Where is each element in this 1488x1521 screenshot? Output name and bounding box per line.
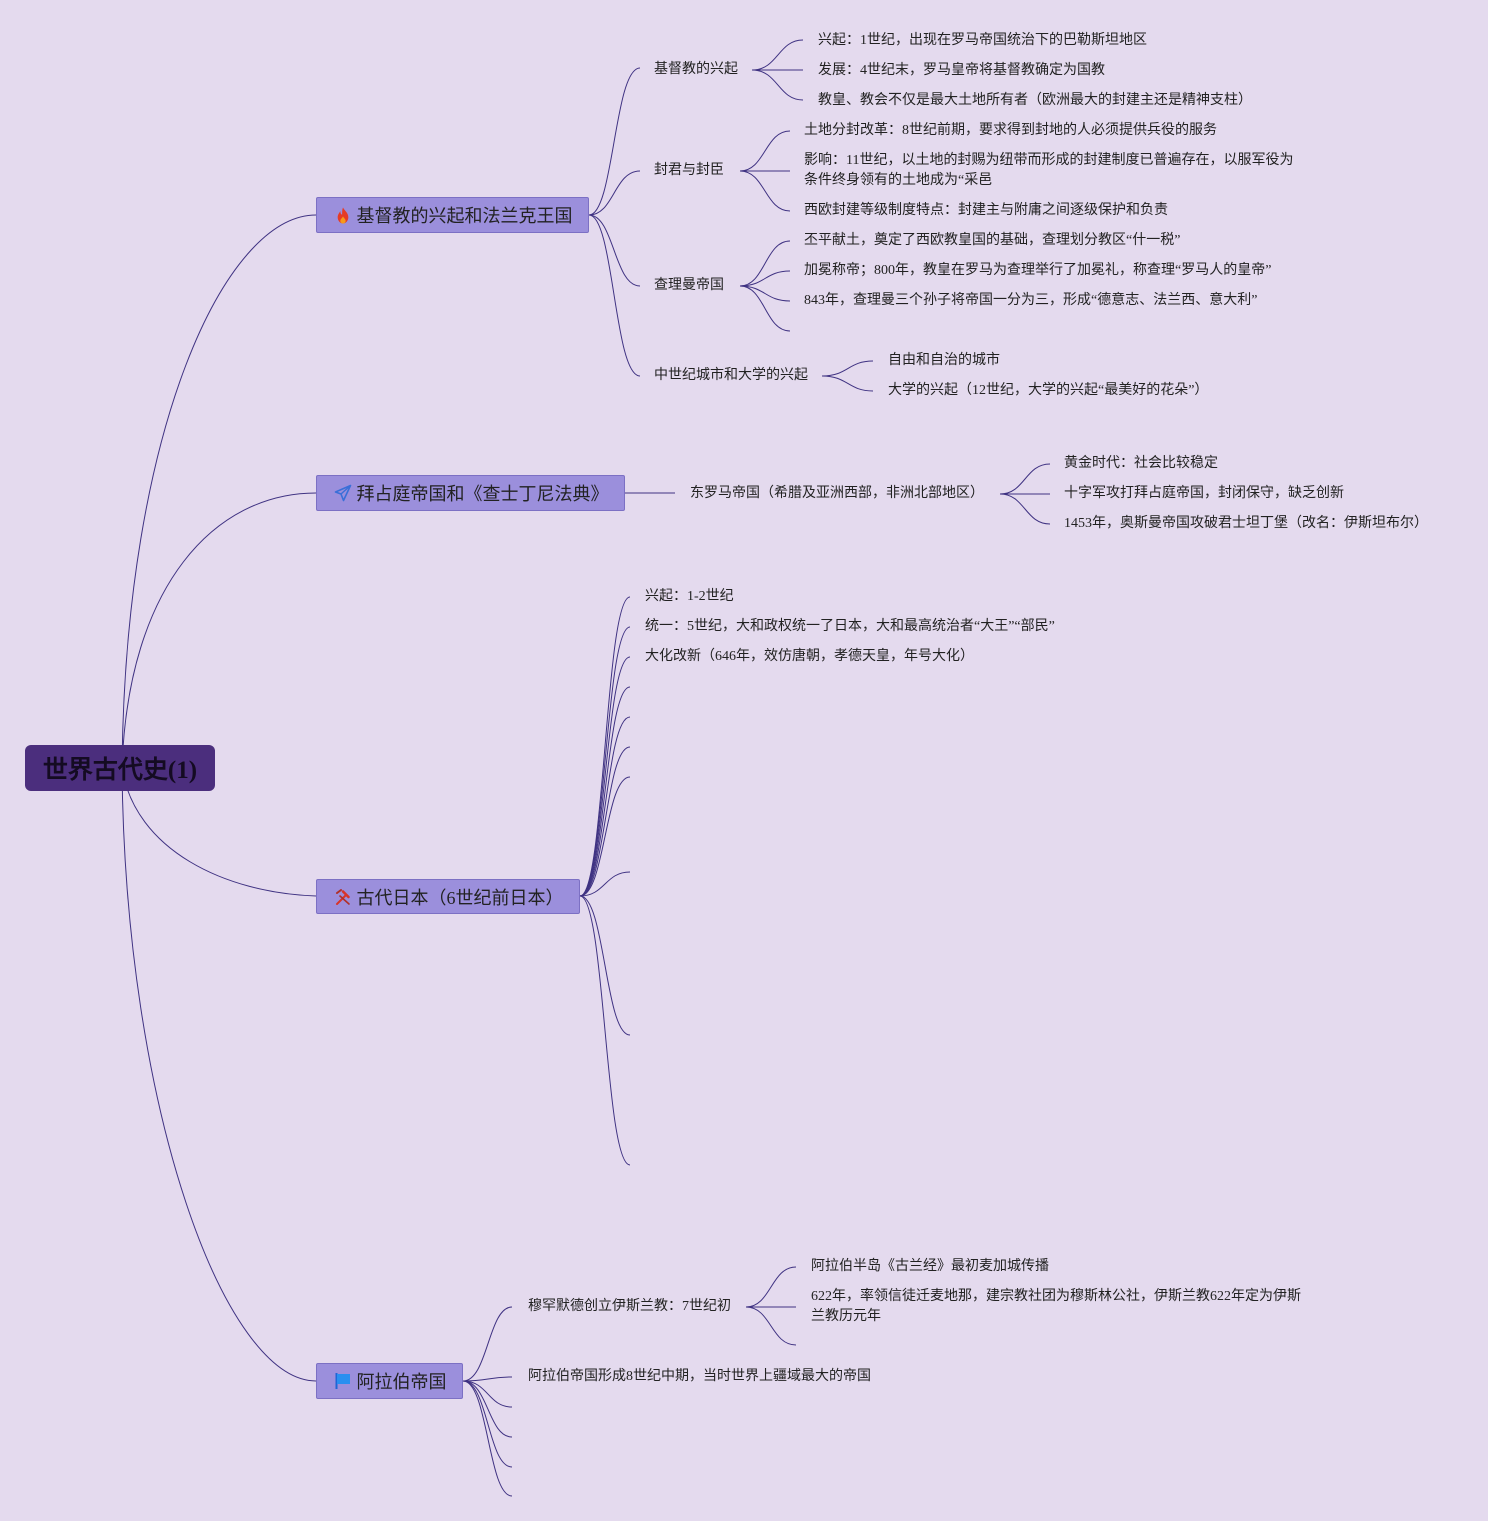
subtopic[interactable]: 1453年，奥斯曼帝国攻破君士坦丁堡（改名：伊斯坦布尔） <box>1064 516 1428 531</box>
connector <box>462 1380 513 1438</box>
flag-icon <box>333 1371 353 1391</box>
subtopic[interactable]: 西欧封建等级制度特点：封建主与附庸之间逐级保护和负责 <box>804 203 1168 218</box>
tools-icon <box>333 887 353 907</box>
connector <box>739 270 791 287</box>
topic-rise-of-christianity[interactable]: 基督教的兴起 <box>654 62 738 77</box>
connector <box>588 214 641 377</box>
connector <box>579 716 631 897</box>
connector <box>462 1306 513 1382</box>
subtopic[interactable]: 843年，查理曼三个孙子将帝国一分为三，形成“德意志、法兰西、意大利” <box>804 293 1258 308</box>
root-topic[interactable]: 世界古代史(1) <box>25 745 215 791</box>
connector <box>739 285 791 332</box>
connector <box>579 776 631 897</box>
connector <box>579 895 631 1166</box>
subtopic[interactable]: 阿拉伯半岛《古兰经》最初麦加城传播 <box>811 1259 1049 1274</box>
subtopic[interactable]: 丕平献土，奠定了西欧教皇国的基础，查理划分教区“什一税” <box>804 233 1181 248</box>
topic-medieval-cities-universities[interactable]: 中世纪城市和大学的兴起 <box>654 368 808 383</box>
topic-japan-unification[interactable]: 统一：5世纪，大和政权统一了日本，大和最高统治者“大王”“部民” <box>645 619 1055 634</box>
subtopic[interactable]: 加冕称帝；800年，教皇在罗马为查理举行了加冕礼，称查理“罗马人的皇帝” <box>804 263 1272 278</box>
connector <box>462 1380 513 1408</box>
connector <box>739 285 791 302</box>
connector <box>745 1266 797 1308</box>
topic-lord-and-vassal[interactable]: 封君与封臣 <box>654 163 724 178</box>
subtopic[interactable]: 622年，率领信徒迁麦地那，建宗教社团为穆斯林公社，伊斯兰教622年定为伊斯 兰… <box>811 1289 1301 1324</box>
connector <box>821 375 874 392</box>
branch-topic-label: 阿拉伯帝国 <box>356 1372 447 1392</box>
connector <box>821 360 874 377</box>
subtopic[interactable]: 大学的兴起（12世纪，大学的兴起“最美好的花朵”） <box>888 383 1209 398</box>
branch-topic-ancient-japan[interactable]: 古代日本（6世纪前日本） <box>316 879 580 914</box>
connector-root-branch-4 <box>121 767 317 1382</box>
connector <box>588 67 641 216</box>
topic-arab-empire-formation[interactable]: 阿拉伯帝国形成8世纪中期，当时世界上疆域最大的帝国 <box>528 1369 871 1384</box>
subtopic[interactable]: 土地分封改革：8世纪前期，要求得到封地的人必须提供兵役的服务 <box>804 123 1217 138</box>
subtopic[interactable]: 自由和自治的城市 <box>888 353 1000 368</box>
subtopic[interactable]: 兴起：1世纪，出现在罗马帝国统治下的巴勒斯坦地区 <box>818 33 1147 48</box>
branch-topic-christianity[interactable]: 基督教的兴起和法兰克王国 <box>316 197 589 233</box>
connector <box>999 493 1051 525</box>
root-topic-label: 世界古代史(1) <box>42 757 198 784</box>
subtopic[interactable]: 黄金时代：社会比较稳定 <box>1064 456 1218 471</box>
topic-charlemagne-empire[interactable]: 查理曼帝国 <box>654 278 724 293</box>
connector <box>579 596 631 897</box>
branch-topic-label: 古代日本（6世纪前日本） <box>356 887 564 908</box>
connector <box>579 895 631 1036</box>
branch-topic-arab-empire[interactable]: 阿拉伯帝国 <box>316 1363 463 1399</box>
paper-plane-icon <box>333 483 353 503</box>
connector-root-branch-2 <box>121 492 317 769</box>
connector <box>462 1376 513 1382</box>
connector <box>745 1306 797 1346</box>
connector-root-branch-1 <box>121 214 317 769</box>
connector <box>751 69 804 101</box>
connector <box>999 463 1051 495</box>
connector <box>579 626 631 897</box>
topic-eastern-roman-empire[interactable]: 东罗马帝国（希腊及亚洲西部，非洲北部地区） <box>690 486 984 501</box>
subtopic[interactable]: 教皇、教会不仅是最大土地所有者（欧洲最大的封建主还是精神支柱） <box>818 93 1252 108</box>
connector <box>588 214 641 287</box>
branch-topic-label: 基督教的兴起和法兰克王国 <box>356 206 573 226</box>
fire-icon <box>333 205 353 225</box>
subtopic[interactable]: 十字军攻打拜占庭帝国，封闭保守，缺乏创新 <box>1064 486 1344 501</box>
subtopic[interactable]: 影响：11世纪，以土地的封赐为纽带而形成的封建制度已普遍存在，以服军役为 条件终… <box>804 153 1294 188</box>
connector <box>588 170 641 216</box>
connector <box>751 39 804 71</box>
connector <box>579 871 631 897</box>
topic-taika-reform[interactable]: 大化改新（646年，效仿唐朝，孝德天皇，年号大化） <box>645 649 974 664</box>
connector-root-branch-3 <box>121 767 317 897</box>
connector <box>739 170 791 212</box>
connector <box>739 130 791 172</box>
branch-topic-label: 拜占庭帝国和《查士丁尼法典》 <box>356 484 609 504</box>
topic-founding-of-islam[interactable]: 穆罕默德创立伊斯兰教：7世纪初 <box>528 1299 731 1314</box>
connector <box>462 1380 513 1497</box>
subtopic[interactable]: 发展：4世纪末，罗马皇帝将基督教确定为国教 <box>818 63 1105 78</box>
topic-japan-rise[interactable]: 兴起：1-2世纪 <box>645 589 734 604</box>
connector <box>579 686 631 897</box>
connector <box>739 240 791 287</box>
connector <box>579 656 631 897</box>
connector <box>579 746 631 897</box>
branch-topic-byzantine[interactable]: 拜占庭帝国和《查士丁尼法典》 <box>316 475 625 511</box>
